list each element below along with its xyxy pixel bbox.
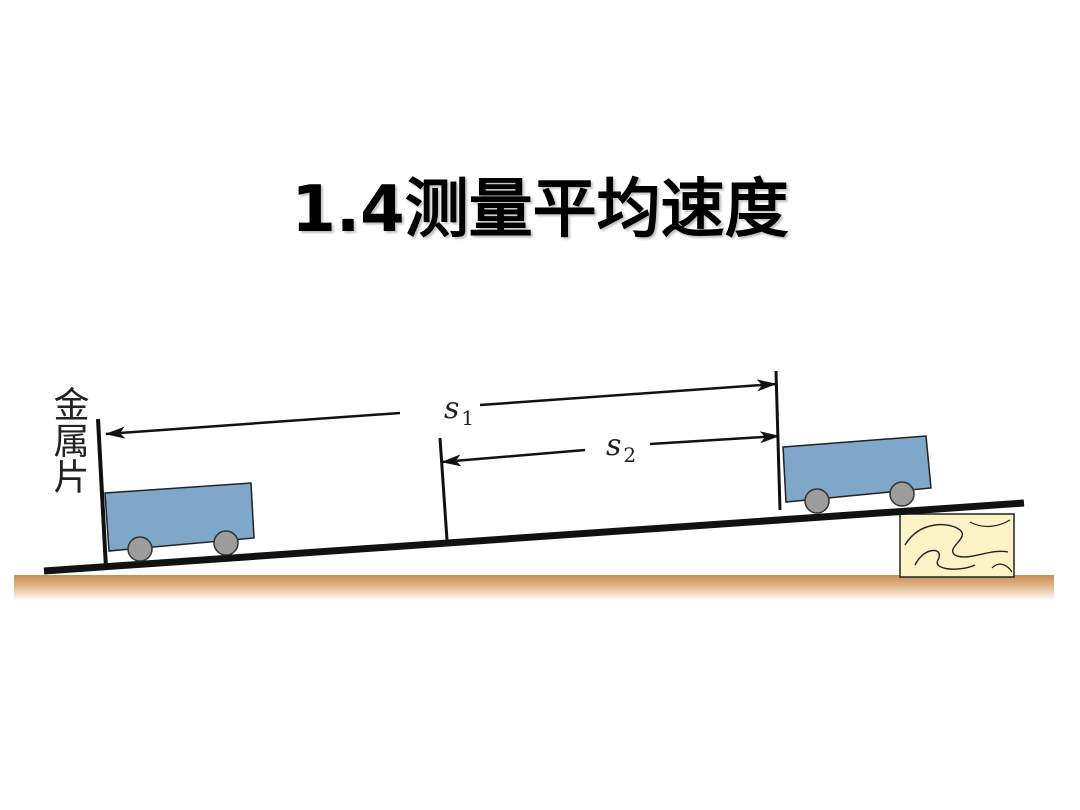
cart-left-wheel-front — [213, 530, 239, 556]
cart-right-wheel-front — [889, 481, 915, 507]
end-marker-line — [774, 370, 782, 511]
metal-plate-label: 金属片 — [48, 386, 89, 494]
cart-right-wheel-rear — [804, 488, 830, 514]
mid-marker-line — [438, 437, 449, 541]
incline-plank — [43, 499, 1025, 575]
s1-arrow-left — [105, 411, 401, 439]
s2-arrow-left — [441, 448, 586, 467]
cart-right — [782, 435, 932, 514]
slide-title: 1.4测量平均速度 — [291, 173, 789, 247]
s2-arrow-right — [649, 431, 780, 446]
ground — [14, 575, 1054, 601]
metal-plate — [96, 418, 108, 569]
wood-block — [899, 513, 1015, 578]
s1-arrow-right — [479, 379, 777, 407]
cart-left — [104, 482, 255, 562]
cart-left-wheel-rear — [127, 536, 153, 562]
